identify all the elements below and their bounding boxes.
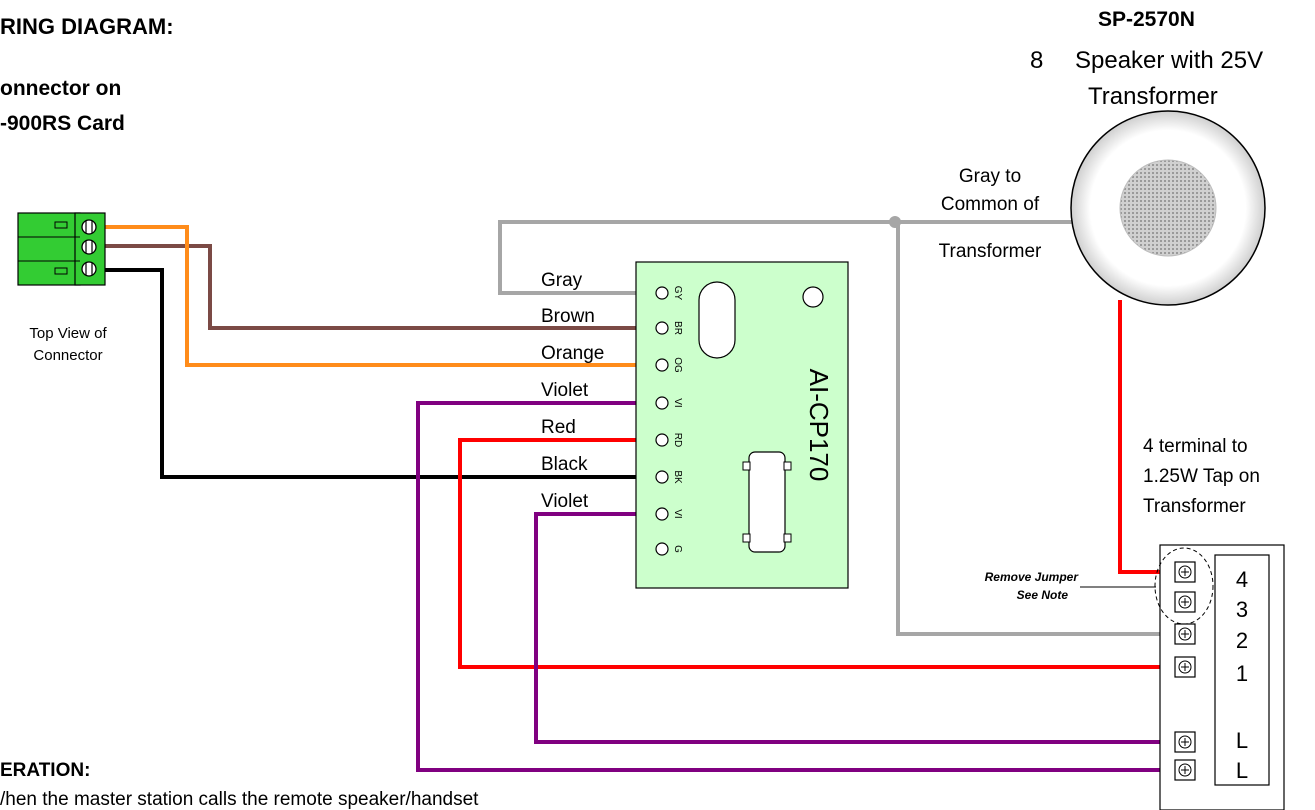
pin-vi-2 [655, 507, 669, 521]
speaker-icon [1070, 110, 1266, 306]
pin-label-g: G [672, 545, 683, 553]
terminal-screw-icon [1174, 731, 1196, 753]
operation-text: /hen the master station calls the remote… [0, 789, 479, 810]
pin-br [655, 321, 669, 335]
pin-label-br: BR [672, 321, 683, 335]
terminal-screw-icon [1174, 561, 1196, 583]
terminal-screw-icon [1174, 591, 1196, 613]
pin-label-rd: RD [672, 433, 683, 447]
pin-label-vi-2: VI [672, 509, 683, 518]
gray-wire [498, 220, 1075, 295]
pin-label-og: OG [672, 357, 683, 373]
connector-heading-line2: -900RS Card [0, 112, 125, 135]
pin-label-bk: BK [672, 470, 683, 484]
terminal-screw-icon [1174, 623, 1196, 645]
terminal-label-l-1: L [1236, 728, 1248, 753]
terminal-block: 4 3 2 1 L L [1154, 544, 1285, 810]
connector-screw-icon [81, 261, 97, 277]
jumper-note-line1: Remove Jumper [985, 570, 1080, 584]
pin-label-gy: GY [672, 286, 683, 301]
pin-bk [655, 470, 669, 484]
gray-note-line3: Transformer [939, 241, 1042, 262]
module-name: AI-CP170 [804, 369, 834, 482]
pin-label-vi-1: VI [672, 398, 683, 407]
terminal-number-4: 4 [1236, 567, 1248, 592]
violet-wire-2 [534, 512, 1178, 744]
pin-vi-1 [655, 396, 669, 410]
terminal-screw-icon [1174, 759, 1196, 781]
red-wire [458, 438, 1178, 669]
module-mount-hole [802, 286, 824, 308]
wiring-diagram-title: RING DIAGRAM: [0, 14, 174, 39]
terminal-number-1: 1 [1236, 661, 1248, 686]
wire-label-brown: Brown [541, 306, 595, 327]
module-db-connector [748, 451, 786, 553]
black-wire [100, 268, 662, 479]
violet-wire-1 [416, 401, 1178, 772]
connector-screw-icon [81, 239, 97, 255]
speaker-red-wire [1118, 300, 1178, 574]
wire-label-black: Black [541, 454, 588, 475]
terminal-screw-icon [1174, 656, 1196, 678]
brown-wire [100, 244, 662, 330]
wire-label-gray: Gray [541, 270, 583, 291]
ai-cp170-module: AI-CP170 GY BR OG VI RD BK VI G [635, 261, 849, 589]
orange-wire [100, 225, 662, 367]
jumper-note-line2: See Note [1017, 588, 1069, 602]
terminal-number-2: 2 [1236, 628, 1248, 653]
speaker-impedance: 8 [1030, 47, 1043, 74]
wire-label-red: Red [541, 417, 576, 438]
terminal-note-line3: Transformer [1143, 496, 1246, 517]
pin-og [655, 358, 669, 372]
gray-wire-junction [889, 216, 901, 228]
terminal-note-line1: 4 terminal to [1143, 436, 1248, 457]
speaker-description: Speaker with 25V [1075, 47, 1263, 74]
plug-connector [17, 212, 106, 286]
gray-note-line1: Gray to [959, 166, 1021, 187]
wire-label-violet-2: Violet [541, 491, 589, 512]
connector-caption-line2: Connector [33, 347, 102, 364]
connector-screw-icon [81, 219, 97, 235]
speaker-model: SP-2570N [1098, 8, 1195, 31]
connector-caption-line1: Top View of [29, 325, 107, 342]
wire-label-violet-1: Violet [541, 380, 589, 401]
gray-note-line2: Common of [941, 194, 1040, 215]
wire-label-orange: Orange [541, 343, 604, 364]
pin-gy [655, 286, 669, 300]
operation-heading: ERATION: [0, 760, 90, 781]
connector-heading-line1: onnector on [0, 77, 121, 100]
terminal-note-line2: 1.25W Tap on [1143, 466, 1260, 487]
terminal-label-l-2: L [1236, 758, 1248, 783]
terminal-number-3: 3 [1236, 597, 1248, 622]
module-slot-hole [698, 281, 736, 359]
pin-rd [655, 433, 669, 447]
speaker-transformer-label: Transformer [1088, 83, 1218, 110]
pin-g [655, 542, 669, 556]
